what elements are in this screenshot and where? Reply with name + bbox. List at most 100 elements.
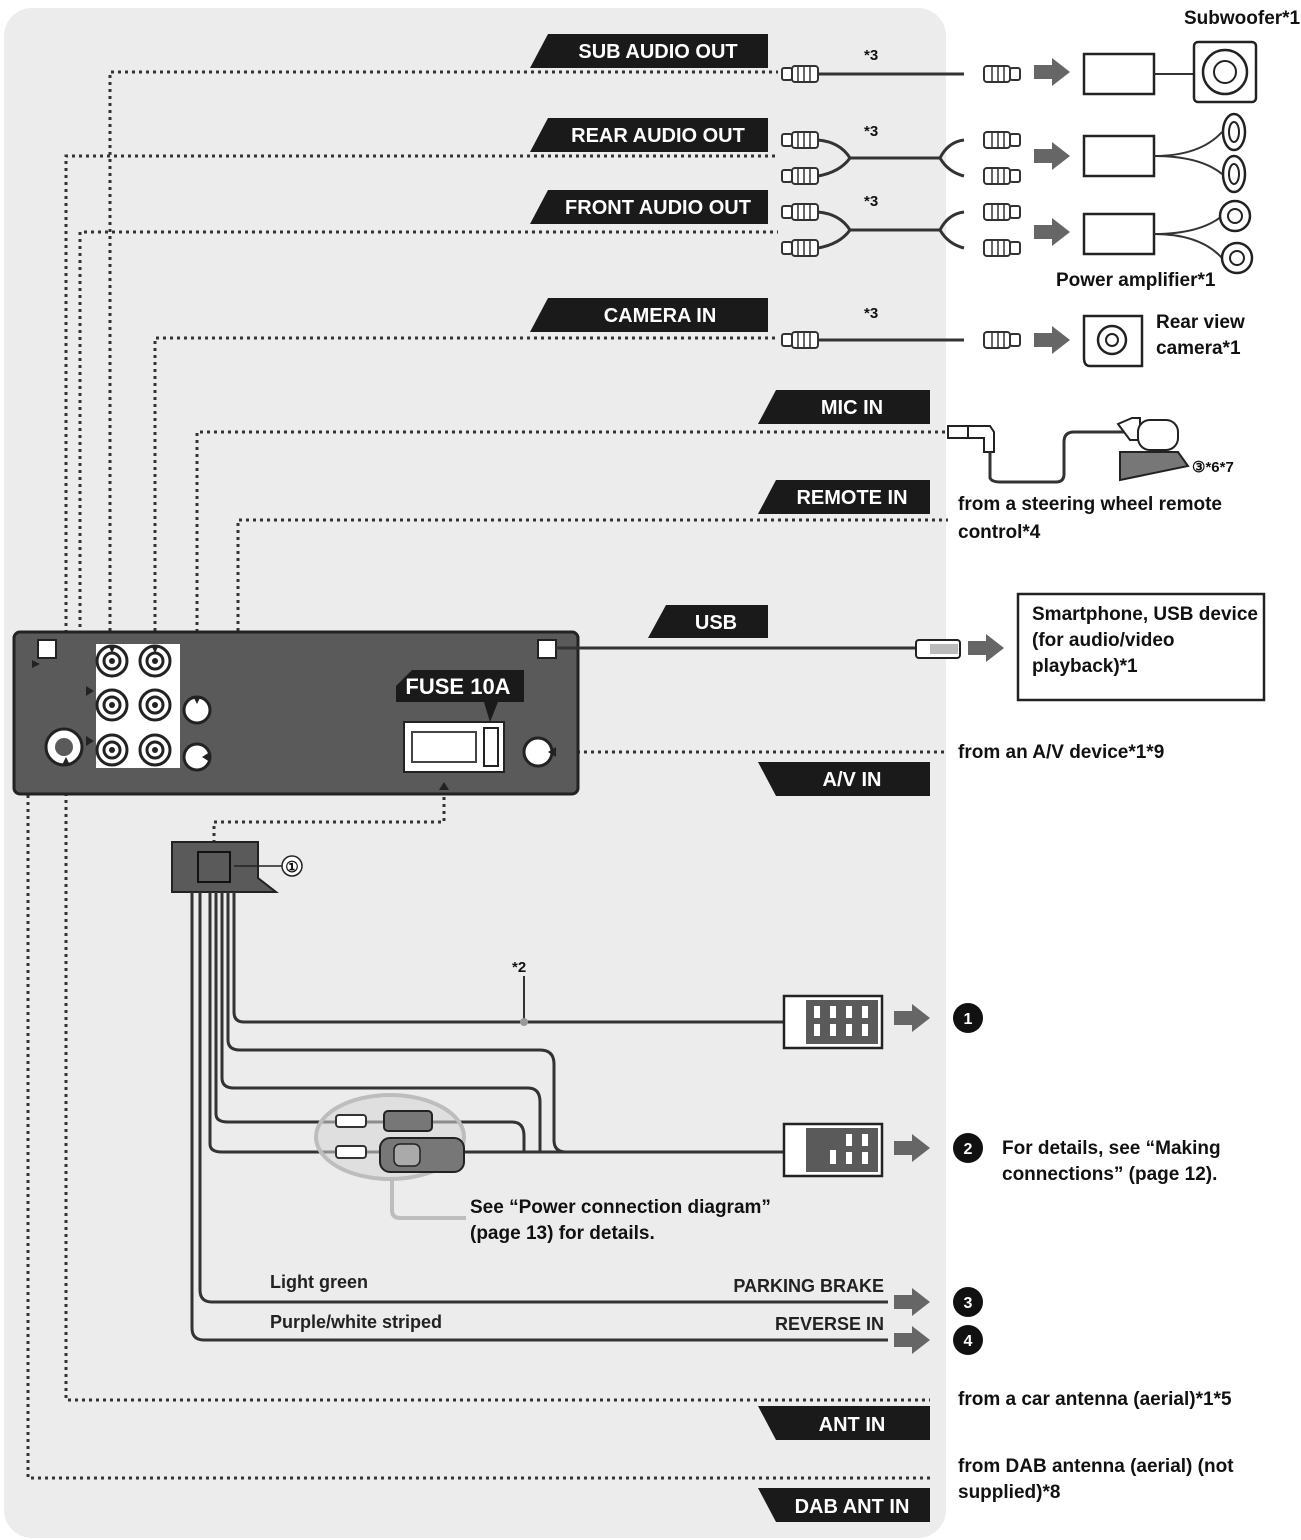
- note-star3-sub: *3: [864, 47, 878, 64]
- svg-text:FRONT AUDIO OUT: FRONT AUDIO OUT: [565, 197, 751, 219]
- note-star3-camera: *3: [864, 305, 878, 322]
- steering-remote-label-line1: from a steering wheel remote: [958, 494, 1222, 515]
- av-device-label: from an A/V device*1*9: [958, 742, 1164, 763]
- tag-remote-in: REMOTE IN: [758, 480, 930, 514]
- arrow-to-rear-amp: [1034, 142, 1070, 170]
- camera-icon: [1082, 314, 1144, 368]
- connector-ref-label: ①: [285, 859, 298, 876]
- dab-antenna-label-line1: from DAB antenna (aerial) (not: [958, 1456, 1234, 1477]
- tag-usb: USB: [648, 605, 768, 638]
- making-connections-line2: connections” (page 12).: [1002, 1164, 1217, 1185]
- rear-speaker-icon-2: [1221, 154, 1247, 194]
- tag-camera-in: CAMERA IN: [530, 298, 768, 332]
- microphone-icon: [947, 417, 1190, 484]
- svg-text:2: 2: [964, 1141, 973, 1158]
- steering-remote-label-line2: control*4: [958, 522, 1041, 543]
- mic-ref-label: ③*6*7: [1192, 459, 1234, 476]
- harness-connector: [171, 841, 303, 893]
- making-connections-line1: For details, see “Making: [1002, 1138, 1221, 1159]
- note-star3-rear: *3: [864, 123, 878, 140]
- svg-text:USB: USB: [695, 612, 737, 634]
- wire-light-green-label: Light green: [270, 1272, 368, 1292]
- svg-text:A/V IN: A/V IN: [823, 769, 882, 791]
- svg-text:3: 3: [964, 1295, 973, 1312]
- rear-audio-cable: [781, 131, 1021, 185]
- svg-text:REMOTE IN: REMOTE IN: [796, 487, 907, 509]
- usb-cable: [556, 639, 961, 659]
- camera-label-line1: Rear view: [1156, 312, 1245, 333]
- note-star3-front: *3: [864, 193, 878, 210]
- harness-wires: [190, 892, 888, 1342]
- arrow-to-front-amp: [1034, 218, 1070, 246]
- target-4-badge: 4: [953, 1325, 983, 1355]
- camera-cable: [781, 331, 1021, 349]
- arrow-to-smartphone: [968, 634, 1004, 662]
- rear-speaker-icon-1: [1221, 112, 1247, 152]
- tag-rear-audio-out: REAR AUDIO OUT: [530, 118, 768, 152]
- tag-front-audio-out: FRONT AUDIO OUT: [530, 190, 768, 224]
- svg-text:SUB AUDIO OUT: SUB AUDIO OUT: [578, 41, 737, 63]
- head-unit: FUSE 10A: [12, 630, 580, 796]
- svg-text:ANT IN: ANT IN: [819, 1414, 886, 1436]
- reverse-in-label: REVERSE IN: [775, 1314, 884, 1334]
- sub-audio-line: [108, 70, 778, 645]
- connector-plug-1: [782, 994, 884, 1050]
- usb-port: [537, 639, 557, 659]
- rear-amplifier: [1082, 131, 1223, 178]
- car-antenna-label: from a car antenna (aerial)*1*5: [958, 1389, 1232, 1410]
- power-diagram-note-line1: See “Power connection diagram”: [470, 1197, 771, 1218]
- harness-line: [212, 790, 446, 842]
- svg-text:CAMERA IN: CAMERA IN: [604, 305, 717, 327]
- svg-text:4: 4: [964, 1333, 973, 1350]
- tag-mic-in: MIC IN: [758, 390, 930, 424]
- note-star2: *2: [512, 959, 526, 976]
- smartphone-label-line1: Smartphone, USB device: [1032, 604, 1258, 625]
- dab-ant-port: [37, 639, 57, 659]
- ant-line: [64, 765, 930, 1402]
- power-diagram-note-line2: (page 13) for details.: [470, 1223, 655, 1244]
- av-in-jack: [522, 736, 554, 768]
- sub-audio-cable: [781, 65, 1021, 83]
- front-audio-jack-right: [138, 733, 172, 767]
- rear-audio-jack-right: [138, 688, 172, 722]
- fuse-label: FUSE 10A: [405, 674, 510, 699]
- tag-fuse: [396, 670, 524, 722]
- parking-brake-label: PARKING BRAKE: [733, 1276, 884, 1296]
- tag-sub-audio-out: SUB AUDIO OUT: [530, 34, 768, 68]
- target-3-badge: 3: [953, 1287, 983, 1317]
- fuse: [483, 727, 499, 767]
- front-amplifier: [1082, 212, 1223, 259]
- subwoofer-label: Subwoofer*1: [1184, 8, 1301, 29]
- arrow-to-subwoofer: [1034, 58, 1070, 86]
- front-audio-cable: [781, 203, 1021, 257]
- tag-dab-ant-in: DAB ANT IN: [758, 1488, 930, 1522]
- wire-purple-white-label: Purple/white striped: [270, 1312, 442, 1332]
- camera-line: [153, 336, 778, 645]
- connector-plug-2: [782, 1122, 884, 1178]
- dab-antenna-label-line2: supplied)*8: [958, 1482, 1060, 1503]
- subwoofer-amplifier: [1082, 52, 1194, 96]
- subwoofer-icon: [1192, 40, 1258, 104]
- svg-text:DAB ANT IN: DAB ANT IN: [795, 1496, 910, 1518]
- target-1-badge: 1: [953, 1003, 983, 1033]
- tag-ant-in: ANT IN: [758, 1406, 930, 1440]
- smartphone-label-line3: playback)*1: [1032, 656, 1138, 677]
- tag-av-in: A/V IN: [758, 762, 930, 796]
- svg-text:1: 1: [964, 1011, 973, 1028]
- smartphone-box: Smartphone, USB device (for audio/video …: [1016, 592, 1266, 702]
- arrow-to-camera: [1034, 326, 1070, 354]
- svg-text:MIC IN: MIC IN: [821, 397, 883, 419]
- target-2-badge: 2: [953, 1133, 983, 1163]
- camera-label-line2: camera*1: [1156, 338, 1241, 359]
- power-connection-highlight: [314, 1093, 466, 1220]
- svg-text:REAR AUDIO OUT: REAR AUDIO OUT: [571, 125, 745, 147]
- front-audio-jack-left: [95, 733, 129, 767]
- power-amplifier-label: Power amplifier*1: [1056, 270, 1216, 291]
- smartphone-label-line2: (for audio/video: [1032, 630, 1175, 651]
- front-speaker-icon-2: [1220, 241, 1254, 275]
- dab-line: [26, 658, 930, 1480]
- mic-line: [195, 430, 948, 695]
- rear-audio-jack-left: [95, 688, 129, 722]
- front-speaker-icon-1: [1218, 199, 1252, 233]
